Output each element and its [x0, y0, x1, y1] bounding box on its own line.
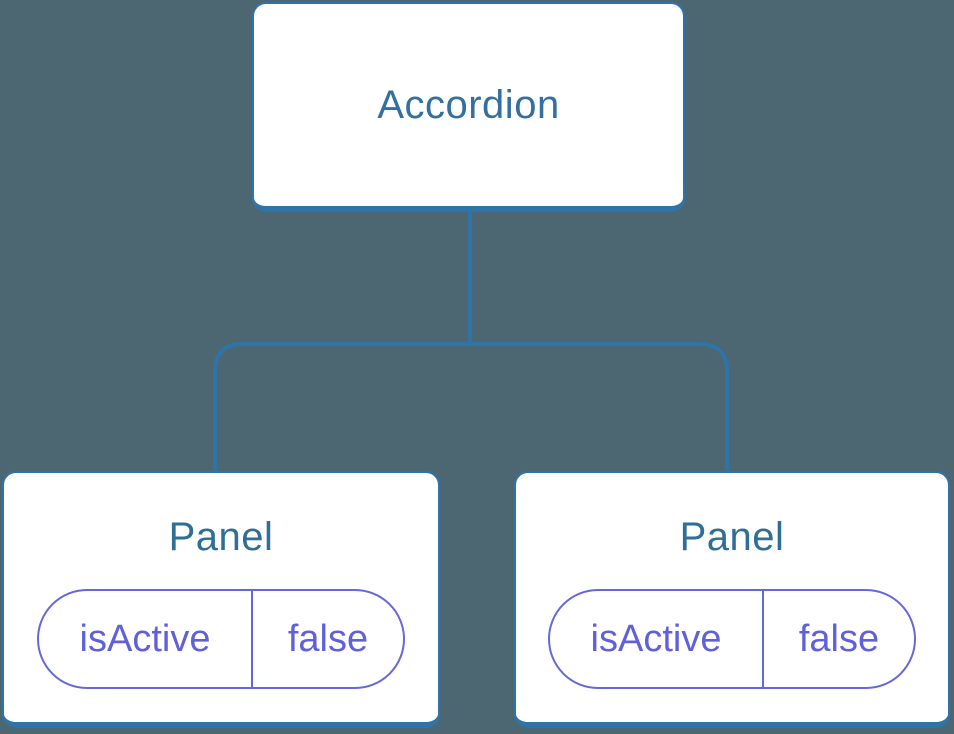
- panel-node-left: Panel isActive false: [2, 471, 440, 728]
- panel-node-label: Panel: [168, 515, 274, 559]
- state-pill: isActive false: [548, 589, 916, 689]
- state-key-label: isActive: [39, 591, 253, 687]
- state-key-label: isActive: [550, 591, 764, 687]
- state-pill: isActive false: [37, 589, 405, 689]
- state-value-label: false: [798, 617, 880, 660]
- accordion-node: Accordion: [252, 2, 685, 212]
- connector-branch: [213, 342, 729, 480]
- panel-node-label: Panel: [679, 515, 785, 559]
- accordion-node-label: Accordion: [377, 83, 560, 127]
- state-value-label: false: [287, 617, 369, 660]
- panel-node-right: Panel isActive false: [514, 471, 950, 728]
